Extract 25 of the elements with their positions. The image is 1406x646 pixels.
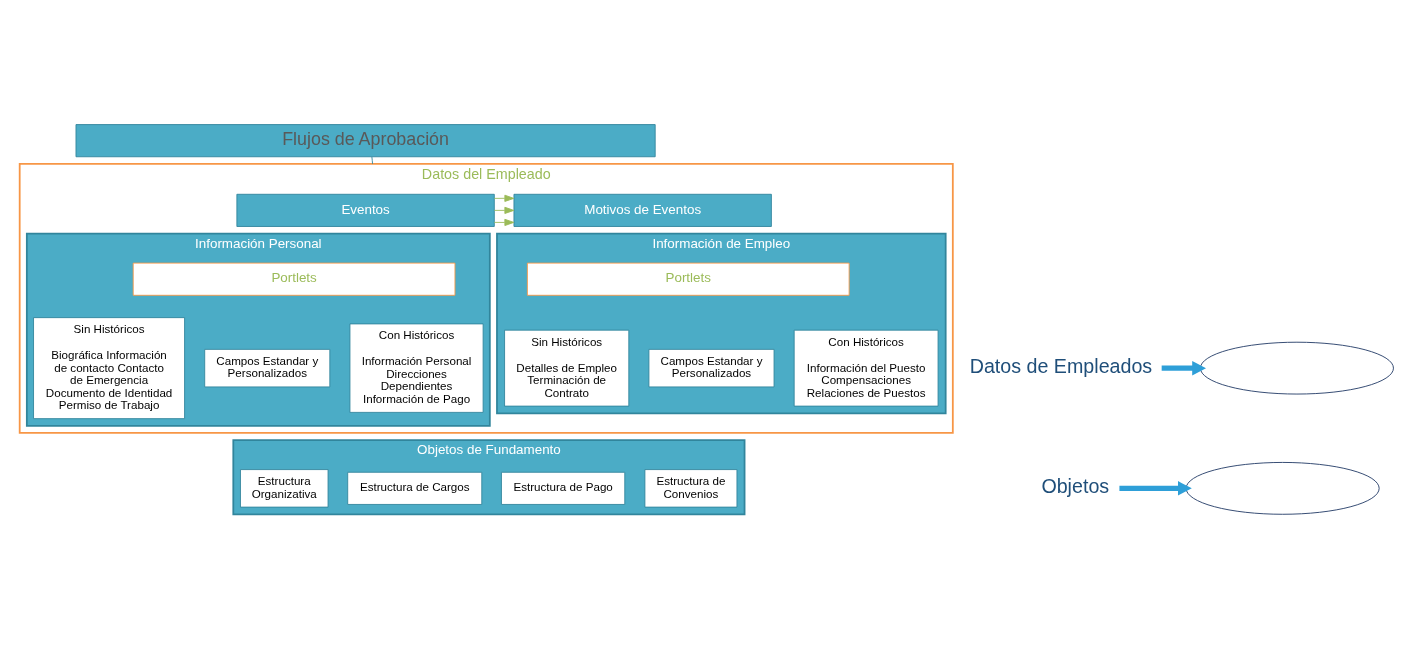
- arrow: [1161, 360, 1206, 376]
- node-text: Datos de Empleados: [969, 355, 1153, 378]
- arrow: [1119, 481, 1192, 496]
- node-ellipse: [1185, 462, 1380, 515]
- node-box: Sin Históricos Detalles de Empleo Terminación de Contrato: [504, 329, 630, 407]
- node-ellipse: [1199, 341, 1394, 395]
- node-box: Sin Históricos Biográfica Información de contacto Contacto de Emergencia Documento de Identidad Permiso de Trabajo: [33, 317, 186, 420]
- connector: [371, 156, 373, 165]
- arrow: [493, 194, 515, 202]
- node-text: Objetos: [1041, 475, 1110, 498]
- node-box: Estructura de Convenios: [644, 469, 738, 508]
- node-box: Portlets: [132, 262, 456, 296]
- node-box: Estructura Organizativa: [240, 469, 329, 508]
- node-box: Estructura de Pago: [501, 471, 626, 505]
- node-box: Estructura de Cargos: [347, 471, 483, 505]
- node-box: Campos Estandar y Personalizados: [204, 348, 331, 388]
- node-box: Con Históricos Información del Puesto Compensaciones Relaciones de Puestos: [793, 329, 939, 407]
- node-box: Flujos de Aprobación: [75, 124, 656, 158]
- node-box: Campos Estandar y Personalizados: [648, 348, 775, 388]
- arrow: [493, 206, 515, 214]
- node-box: Portlets: [526, 262, 850, 296]
- node-box: Motivos de Eventos: [513, 193, 772, 227]
- node-box: Con Históricos Información Personal Direcciones Dependientes Información de Pago: [349, 323, 484, 413]
- arrow: [493, 218, 515, 227]
- node-box: Eventos: [236, 193, 495, 227]
